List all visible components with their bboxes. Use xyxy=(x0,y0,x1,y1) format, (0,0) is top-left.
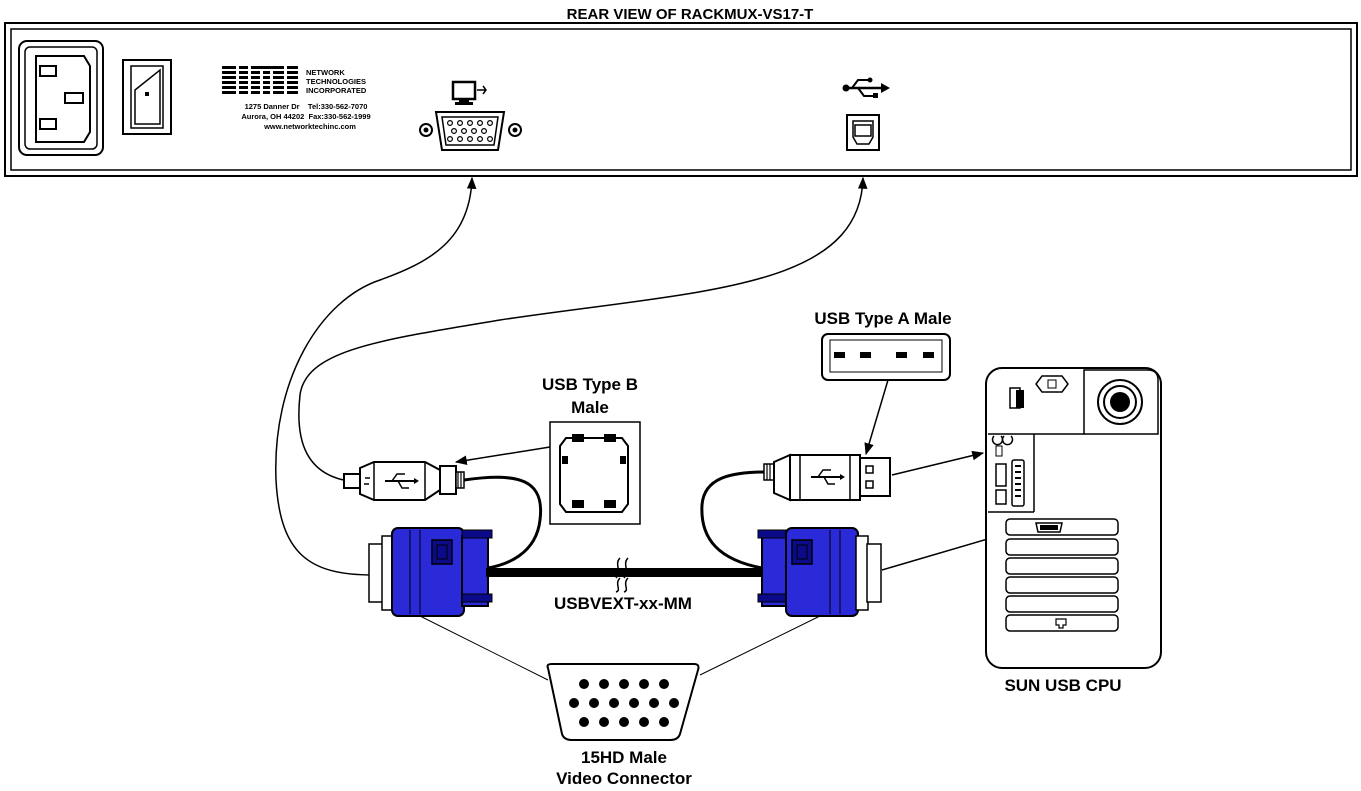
usb-port xyxy=(846,114,880,151)
address-line-1: 1275 Danner Dr Tel:330-562-7070 xyxy=(245,102,368,111)
cpu-label: SUN USB CPU xyxy=(1004,676,1121,695)
cpu-usb-ports xyxy=(991,435,1014,457)
usb-type-b-detail xyxy=(549,421,641,525)
right-vga-connector xyxy=(757,527,882,617)
left-usb-cable xyxy=(463,475,543,570)
usb-type-a-detail xyxy=(821,333,951,381)
type-a-pointer xyxy=(864,379,889,456)
usb-trident-icon xyxy=(842,77,890,98)
cpu-network-port-icon xyxy=(1055,618,1067,629)
nti-logo xyxy=(222,65,298,95)
power-switch-icon xyxy=(122,59,172,135)
company-name-line-2: TECHNOLOGIES xyxy=(306,77,366,86)
usb-symbol-icon xyxy=(385,473,419,489)
type-b-pointer xyxy=(454,446,551,466)
cpu-video-port-icon xyxy=(1035,522,1063,533)
usb-type-b-plug xyxy=(343,461,465,501)
usb-type-b-label-line-2: Male xyxy=(571,398,609,417)
usb-to-cpu-arrow xyxy=(891,450,985,476)
cable-break-mark xyxy=(615,557,629,593)
usb-type-a-plug xyxy=(763,453,891,502)
company-name-line-1: NETWORK xyxy=(306,68,345,77)
power-inlet-icon xyxy=(18,40,104,156)
usb-type-b-label-line-1: USB Type B xyxy=(542,375,638,394)
usb-cable-curve xyxy=(298,176,868,483)
right-usb-cable xyxy=(700,470,767,570)
address-line-2: Aurora, OH 44202 Fax:330-562-1999 xyxy=(241,112,370,121)
hd15-connector-detail xyxy=(546,663,700,741)
cable-part-label: USBVEXT-xx-MM xyxy=(554,594,692,613)
address-line-3: www.networktechinc.com xyxy=(263,122,356,131)
company-name-line-3: INCORPORATED xyxy=(306,86,367,95)
left-vga-connector xyxy=(368,527,493,617)
hd15-pointer-lines xyxy=(419,615,821,681)
hd15-label-line-1: 15HD Male xyxy=(581,748,667,767)
diagram-title: REAR VIEW OF RACKMUX-VS17-T xyxy=(567,6,814,23)
usb-symbol-icon-right xyxy=(811,469,845,485)
video-port xyxy=(419,111,522,151)
video-cable-curve xyxy=(275,176,477,576)
hd15-label-line-2: Video Connector xyxy=(556,769,692,788)
monitor-icon xyxy=(451,80,487,105)
rear-panel: NETWORK TECHNOLOGIES INCORPORATED 1275 D… xyxy=(4,22,1358,177)
sun-cpu-icon xyxy=(985,367,1162,669)
usb-type-a-label: USB Type A Male xyxy=(814,309,951,328)
